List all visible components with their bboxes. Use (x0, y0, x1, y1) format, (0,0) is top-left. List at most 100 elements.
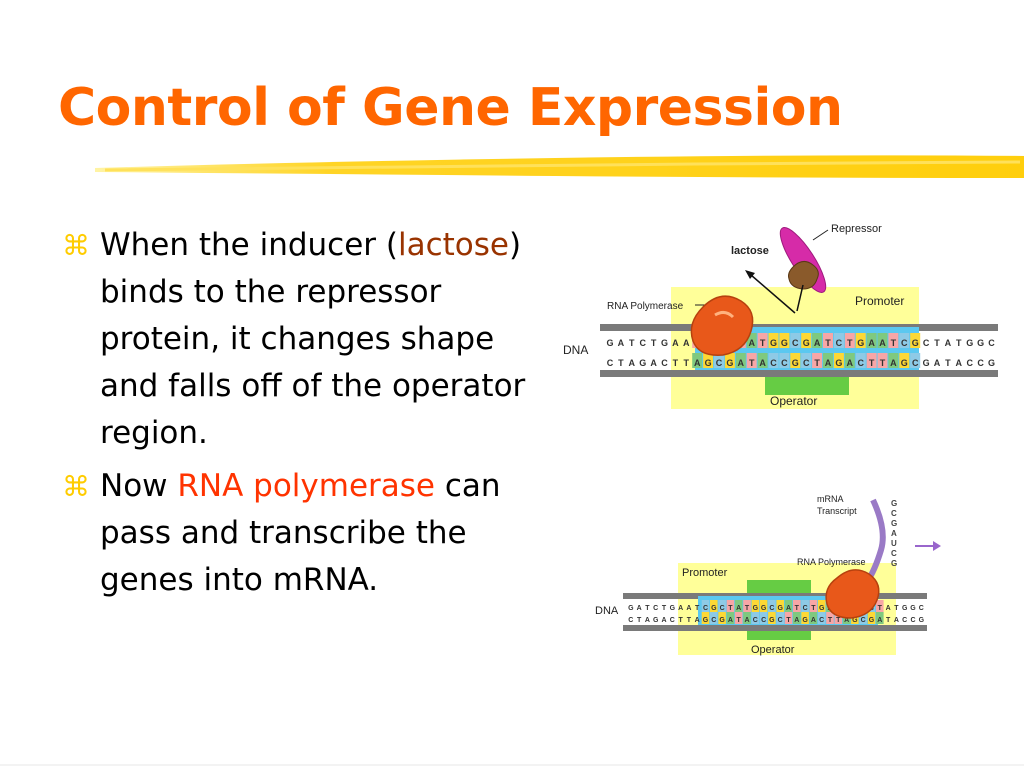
base-letter: A (744, 617, 749, 624)
base-letter: T (745, 605, 750, 612)
base-tile (734, 612, 743, 624)
base-tile (826, 612, 834, 624)
base-tile (809, 600, 818, 612)
base-letter: G (606, 338, 613, 348)
base-letter: C (912, 358, 919, 368)
base-letter: C (901, 338, 908, 348)
base-letter: G (777, 605, 783, 612)
highlight-rna-polymerase: RNA polymerase (177, 468, 436, 504)
base-letter: G (910, 605, 916, 612)
base-letter: A (738, 358, 745, 368)
base-tile (710, 612, 718, 624)
base-letter: T (836, 617, 841, 624)
pointer-line (812, 229, 829, 241)
base-tile (844, 333, 855, 348)
base-letter: T (828, 617, 833, 624)
base-letter: G (705, 358, 712, 368)
base-tile (784, 612, 793, 624)
base-letter: T (894, 605, 899, 612)
base-letter: T (869, 358, 875, 368)
arrow-head (745, 270, 755, 279)
label-operator: Operator (770, 394, 817, 408)
base-tile (768, 333, 779, 348)
diagram-transcription: GATCTGAATCGCTATGGCGATCTGAATCGCTATGGC CTA… (595, 494, 941, 656)
base-letter: T (825, 338, 831, 348)
base-letter: G (803, 338, 810, 348)
mrna-base: G (891, 559, 897, 568)
bullet-text-1b: ) binds to the repressor protein, it cha… (100, 227, 526, 451)
rna-polymerase-protein (825, 569, 880, 619)
base-letter: G (923, 358, 930, 368)
base-letter: G (770, 338, 777, 348)
base-letter: C (910, 617, 915, 624)
base-letter: T (637, 617, 642, 624)
base-letter: A (645, 617, 650, 624)
base-letter: G (802, 617, 808, 624)
base-tile (726, 600, 735, 612)
mrna-strand (864, 498, 886, 584)
base-tile (812, 353, 823, 368)
base-tile (701, 600, 710, 612)
base-letter: G (670, 605, 676, 612)
base-tile (710, 600, 718, 612)
base-letter: C (803, 358, 810, 368)
base-tile (866, 353, 877, 368)
base-letter: G (869, 617, 875, 624)
base-letter: A (945, 338, 952, 348)
base-letter: T (629, 338, 635, 348)
footer-rule (0, 764, 1024, 766)
label-repressor: Repressor (831, 223, 882, 235)
base-tile (812, 333, 823, 348)
label-dna: DNA (563, 343, 588, 357)
base-letter: C (977, 358, 984, 368)
page-title: Control of Gene Expression (58, 78, 843, 138)
base-tile (793, 612, 801, 624)
base-letter: A (844, 617, 849, 624)
base-tile (701, 612, 710, 624)
base-letter: G (726, 358, 733, 368)
base-tile (844, 353, 855, 368)
base-letter: T (687, 617, 692, 624)
base-letter: T (618, 358, 624, 368)
base-tile (776, 600, 784, 612)
direction-arrow-head (933, 541, 941, 551)
label-rna-polymerase: RNA Polymerase (797, 557, 866, 567)
base-tile (817, 600, 826, 612)
dna-backbone-bottom (623, 625, 927, 631)
base-tile (859, 612, 867, 624)
label-promoter: Promoter (855, 294, 904, 308)
label-dna: DNA (595, 605, 619, 617)
base-letter: A (956, 358, 963, 368)
base-letter: A (672, 338, 679, 348)
base-letter: T (814, 358, 820, 368)
mrna-base: U (891, 539, 897, 548)
label-mrna: mRNA (817, 494, 844, 504)
base-tile (751, 612, 760, 624)
base-tile (776, 612, 784, 624)
base-tile (833, 333, 844, 348)
base-letter: A (759, 358, 766, 368)
base-letter: C (607, 358, 614, 368)
title-underline (95, 155, 1024, 178)
base-tile (801, 612, 809, 624)
base-letter: C (716, 358, 723, 368)
base-letter: A (748, 338, 755, 348)
base-tile (718, 612, 726, 624)
mrna-base: C (891, 509, 897, 518)
base-letter: G (966, 338, 973, 348)
base-letter: C (770, 358, 777, 368)
base-tile (784, 600, 793, 612)
base-tile (790, 353, 801, 368)
label-rna-polymerase: RNA Polymerase (607, 301, 684, 312)
base-letter: C (836, 338, 843, 348)
base-letter: G (857, 338, 864, 348)
base-tile (888, 333, 899, 348)
base-letter: C (761, 617, 766, 624)
base-letter: C (923, 338, 930, 348)
base-letter: T (684, 358, 690, 368)
mrna-base: A (891, 529, 897, 538)
base-tile (692, 353, 703, 368)
base-letter: T (760, 338, 766, 348)
base-letter: T (662, 605, 667, 612)
base-tile (867, 612, 876, 624)
